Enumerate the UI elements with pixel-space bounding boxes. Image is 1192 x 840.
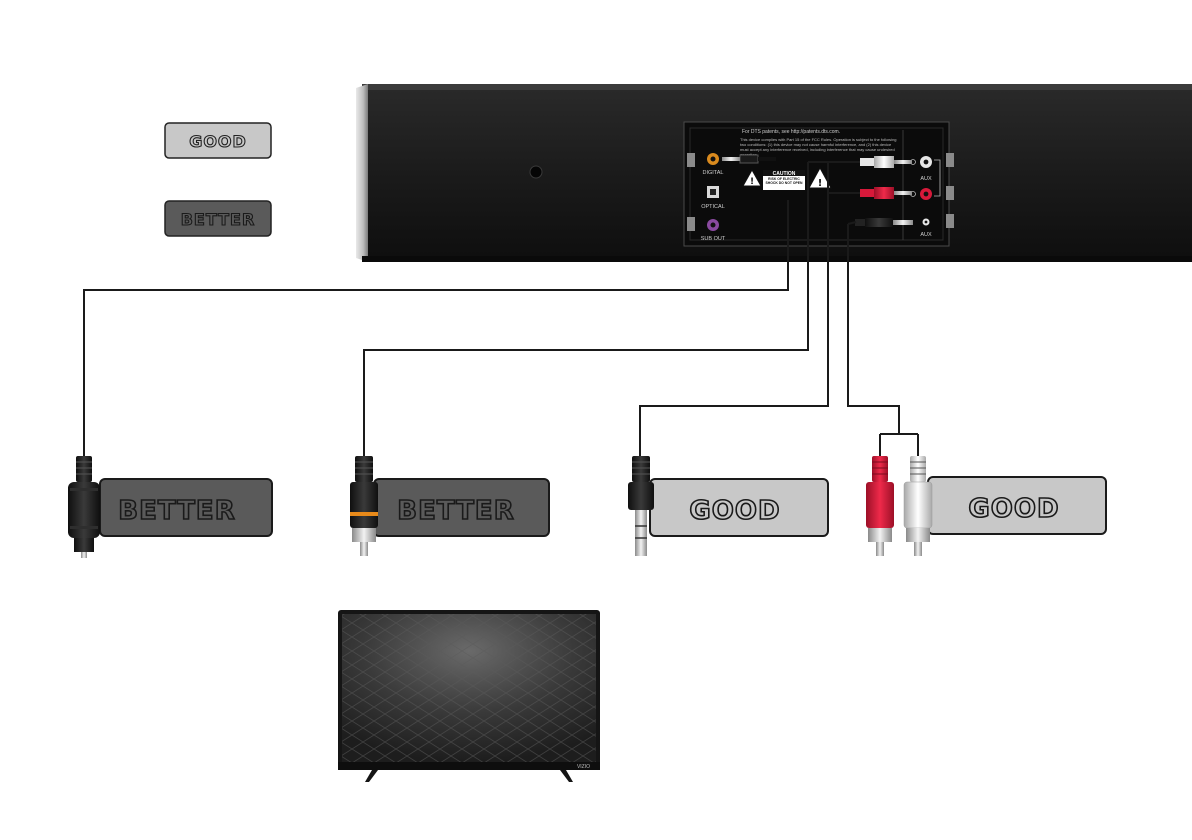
port-aux-35mm: AUX	[920, 218, 932, 238]
port-sub-out: SUB OUT	[701, 219, 726, 242]
cable-coaxial	[83, 200, 789, 460]
caution-text: RISK OF ELECTRIC SHOCK DO NOT OPEN	[765, 177, 803, 185]
connection-panel: For DTS patents, see http://patents.dts.…	[683, 121, 954, 247]
port-aux-rca: AUX	[910, 156, 941, 200]
port-digital-label: DIGITAL	[703, 170, 724, 176]
caution-title: CAUTION	[773, 171, 796, 177]
rca-digital-plug-icon	[350, 456, 378, 556]
soundbar-icon: For DTS patents, see http://patents.dts.…	[356, 84, 1192, 262]
cable-aux-35mm	[639, 162, 829, 460]
connector-coaxial: BETTER	[68, 456, 273, 558]
legend-better-badge: BETTER	[164, 200, 272, 237]
legend-good-badge: GOOD	[164, 122, 272, 159]
connector-rca-digital-rating: BETTER	[397, 496, 514, 526]
port-aux-label: AUX	[920, 176, 932, 182]
tv-icon: VIZIO	[338, 610, 600, 782]
tv-brand: VIZIO	[577, 764, 590, 770]
connector-aux-35mm: GOOD	[628, 456, 829, 556]
connector-rca-digital: BETTER	[350, 456, 550, 556]
cable-rca-analog	[847, 224, 919, 460]
svg-text:!: !	[750, 177, 754, 187]
svg-text:!: !	[818, 178, 823, 189]
connector-coaxial-rating: BETTER	[118, 496, 235, 526]
connector-rca-analog: GOOD	[866, 456, 1107, 556]
port-aux2-label: AUX	[920, 232, 932, 238]
caution-label: ! CAUTION RISK OF ELECTRIC SHOCK DO NOT …	[742, 166, 832, 190]
coaxial-plug-icon	[68, 456, 100, 558]
port-optical-label: OPTICAL	[701, 204, 725, 210]
warning-icon	[742, 168, 762, 187]
cable-rca-digital	[363, 162, 809, 460]
aux-plug-icon	[628, 456, 654, 556]
connector-rca-analog-rating: GOOD	[968, 494, 1059, 524]
legend-better-label: BETTER	[181, 210, 256, 229]
rca-pair-plug-icon	[866, 456, 933, 556]
port-sub-out-label: SUB OUT	[701, 236, 726, 242]
tv-stand-right	[560, 770, 573, 782]
soundbar-sensor	[529, 165, 543, 179]
patent-text: For DTS patents, see http://patents.dts.…	[742, 129, 840, 135]
inserted-plugs	[722, 154, 913, 227]
port-digital: DIGITAL	[703, 153, 724, 176]
port-optical: OPTICAL	[701, 186, 725, 210]
tv-stand-left	[365, 770, 378, 782]
legend-good-label: GOOD	[189, 132, 247, 151]
fcc-text: This device complies with Part 15 of the…	[740, 137, 897, 157]
connector-aux-35mm-rating: GOOD	[689, 496, 780, 526]
cables	[83, 161, 919, 460]
legend: GOOD BETTER	[164, 122, 272, 237]
